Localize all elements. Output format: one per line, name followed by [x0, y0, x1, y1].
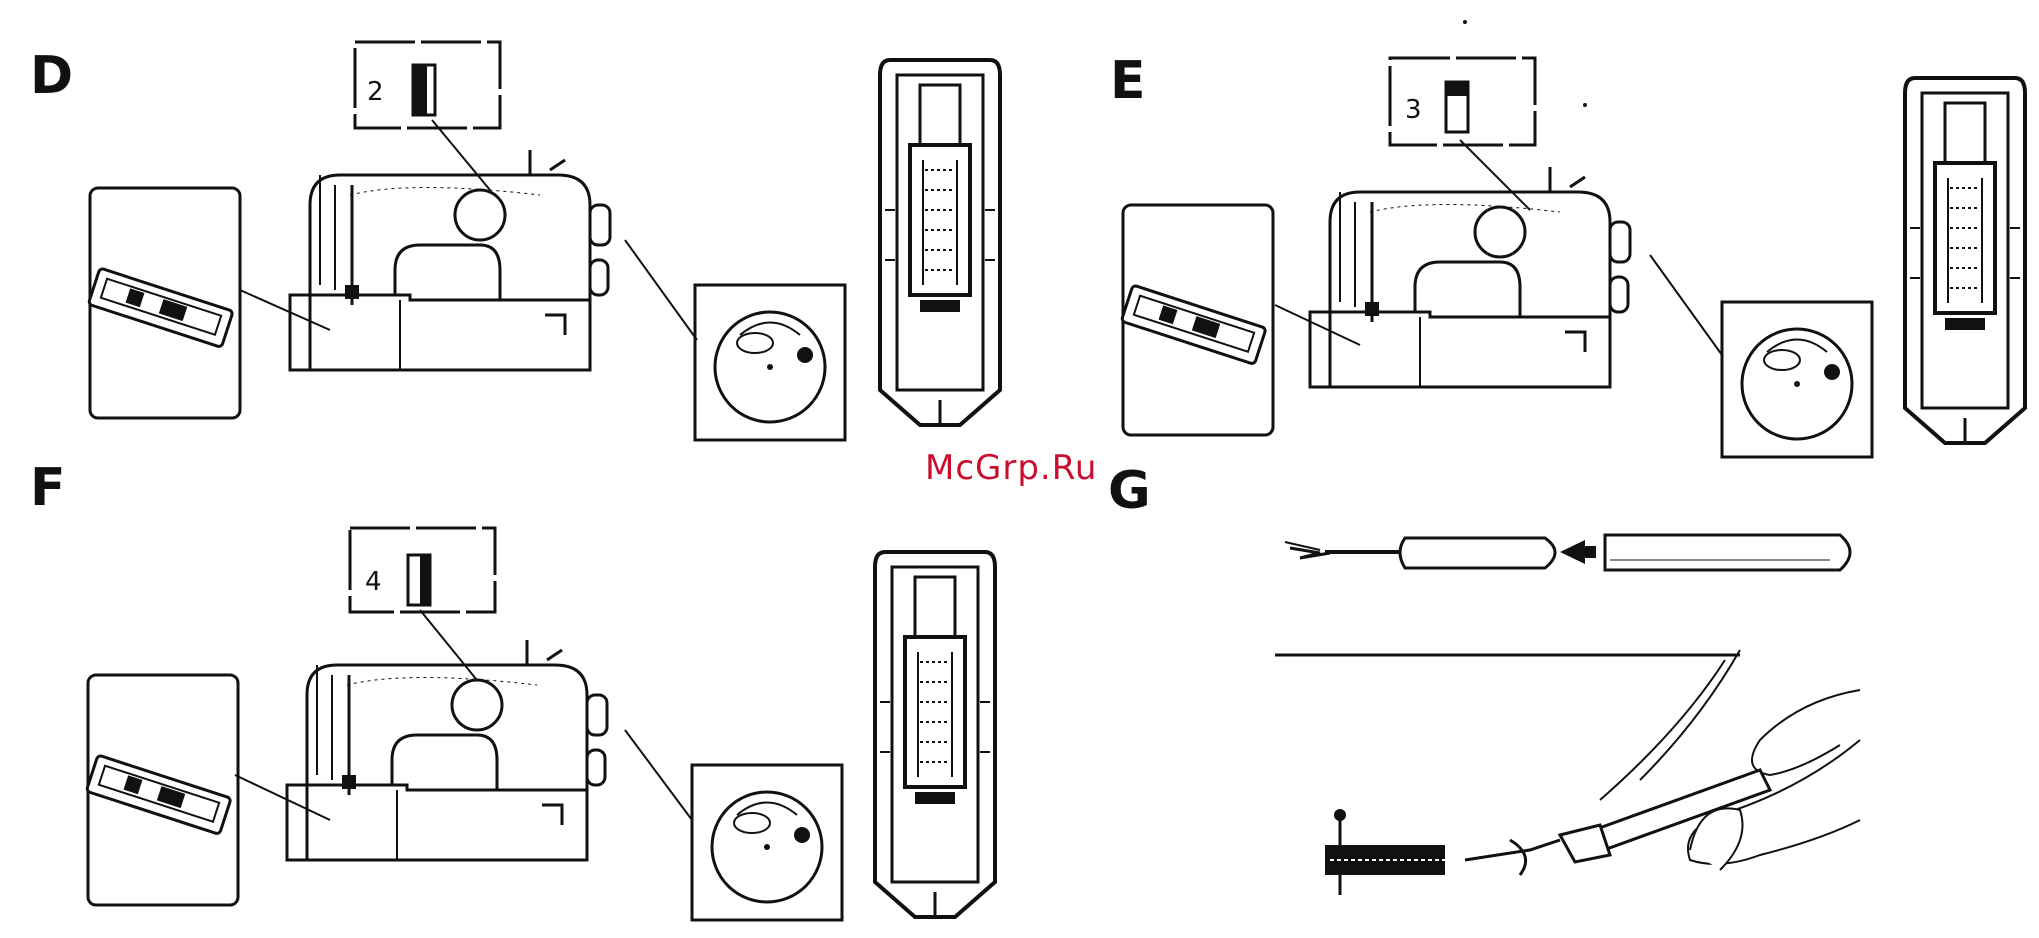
panel-e: 3 — [1121, 58, 2025, 457]
button-stitch — [1325, 845, 1445, 875]
setting-number-f: 4 — [365, 567, 382, 597]
setting-number-d: 2 — [367, 77, 384, 107]
panel-f: 4 — [86, 528, 995, 920]
panel-g — [1275, 535, 1860, 895]
setting-number-e: 3 — [1405, 95, 1422, 125]
panel-d: 2 — [88, 42, 1000, 440]
